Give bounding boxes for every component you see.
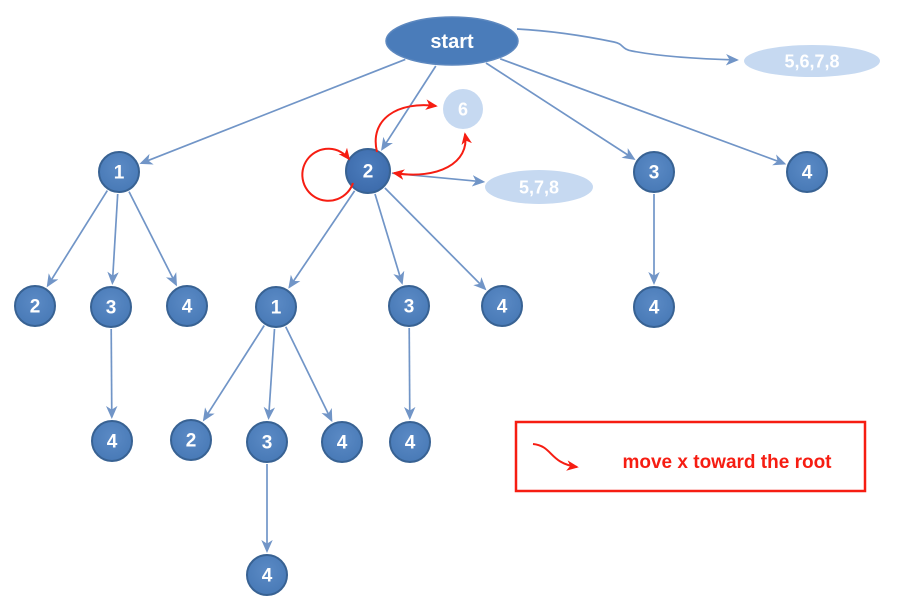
node-label: 5,6,7,8: [784, 52, 839, 72]
node-shape: [481, 285, 523, 327]
node-shape: [321, 421, 363, 463]
edges-layer: [46, 58, 787, 553]
node-label: 4: [405, 433, 416, 454]
red-annotations: [301, 99, 472, 202]
legend-text: move x toward the root: [622, 452, 832, 473]
edge-start-n2: [381, 65, 437, 151]
edge-start-n3: [485, 62, 636, 160]
edge-n2c1-n2c1c4: [284, 326, 333, 423]
node-label: 2: [30, 297, 41, 318]
node-label: 3: [649, 163, 660, 184]
node-label: 3: [404, 297, 415, 318]
edge-n2c1-n2c1c2: [202, 325, 265, 422]
node-shape: [385, 16, 519, 66]
edge-n1c3-n1c3c4: [106, 328, 118, 419]
node-label: 4: [262, 566, 273, 587]
node-shape: [633, 286, 675, 328]
node-shape: [246, 554, 288, 596]
node-shape: [166, 285, 208, 327]
arrow-node6-node2-double: [392, 132, 472, 180]
node-label: 2: [186, 431, 197, 452]
node-label: 5,7,8: [519, 178, 559, 198]
node-n2: 2: [345, 148, 391, 194]
edge-start-to-5678-curve: [516, 28, 739, 66]
legend-box: [514, 420, 867, 493]
node-g5678: 5,6,7,8: [744, 45, 880, 77]
node-label: 3: [106, 298, 117, 319]
node-n2c1c2: 2: [170, 419, 212, 461]
node-n2c1c3: 3: [246, 421, 288, 463]
node-n1c3c4: 4: [91, 420, 133, 462]
node-n3: 3: [633, 151, 675, 193]
node-label: 4: [107, 432, 118, 453]
node-label: 3: [262, 433, 273, 454]
node-n1: 1: [98, 151, 140, 193]
edge-n2c1-n2c1c3: [263, 328, 276, 421]
node-label: 2: [363, 162, 374, 183]
edge-n2-n2c4: [384, 187, 487, 291]
node-n2c1c3c4: 4: [246, 554, 288, 596]
node-shape: [255, 286, 297, 328]
edge-start-n4: [499, 58, 787, 166]
node-label: 1: [114, 163, 125, 184]
node-n2c1: 1: [255, 286, 297, 328]
edge-n2-n2c1: [288, 190, 356, 289]
node-n2c3c4: 4: [389, 421, 431, 463]
node-n2c3: 3: [388, 285, 430, 327]
edge-n2-n2c3: [374, 193, 405, 285]
node-label: 4: [802, 163, 813, 184]
node-n2c4: 4: [481, 285, 523, 327]
node-n4: 4: [786, 151, 828, 193]
node-shape: [345, 148, 391, 194]
node-shape: [786, 151, 828, 193]
node-shape: [633, 151, 675, 193]
node-label: 1: [271, 298, 282, 319]
node-shape: [98, 151, 140, 193]
node-n2c1c4: 4: [321, 421, 363, 463]
node-shape: [170, 419, 212, 461]
node-label: 4: [182, 297, 193, 318]
node-shape: [388, 285, 430, 327]
node-n1c4: 4: [166, 285, 208, 327]
ghost-node-shape: [744, 45, 880, 77]
node-g578: 5,7,8: [485, 170, 593, 204]
edge-start-n1: [139, 58, 406, 165]
edge-n1-n1c2: [46, 190, 109, 288]
edge-n2c3-n2c3c4: [404, 327, 416, 420]
ghost-node-shape: [485, 170, 593, 204]
legend: move x toward the root: [514, 420, 867, 493]
edge-n1-n1c3: [107, 193, 119, 285]
node-label: 4: [649, 298, 660, 319]
edge-n1-n1c4: [128, 191, 177, 287]
node-label: 6: [458, 100, 468, 120]
node-shape: [91, 420, 133, 462]
arrow-node2-to-node6: [374, 99, 438, 153]
node-start: start: [385, 16, 519, 66]
node-label: start: [430, 31, 474, 53]
node-shape: [389, 421, 431, 463]
node-shape: [246, 421, 288, 463]
node-shape: [90, 286, 132, 328]
node-label: 4: [337, 433, 348, 454]
ghost-node-shape: [443, 89, 483, 129]
node-label: 4: [497, 297, 508, 318]
node-n1c3: 3: [90, 286, 132, 328]
node-g6: 6: [443, 89, 483, 129]
node-n1c2: 2: [14, 285, 56, 327]
nodes-layer: start 5,6,7,8 6 5,7,8 1 2 3 4 2 3 4 4 1 3 4 2 3 4 4 4 4: [14, 16, 880, 596]
node-n3c4: 4: [633, 286, 675, 328]
legend-arrow-icon: [532, 443, 579, 471]
node-shape: [14, 285, 56, 327]
self-loop-arrow-node2: [301, 147, 354, 202]
